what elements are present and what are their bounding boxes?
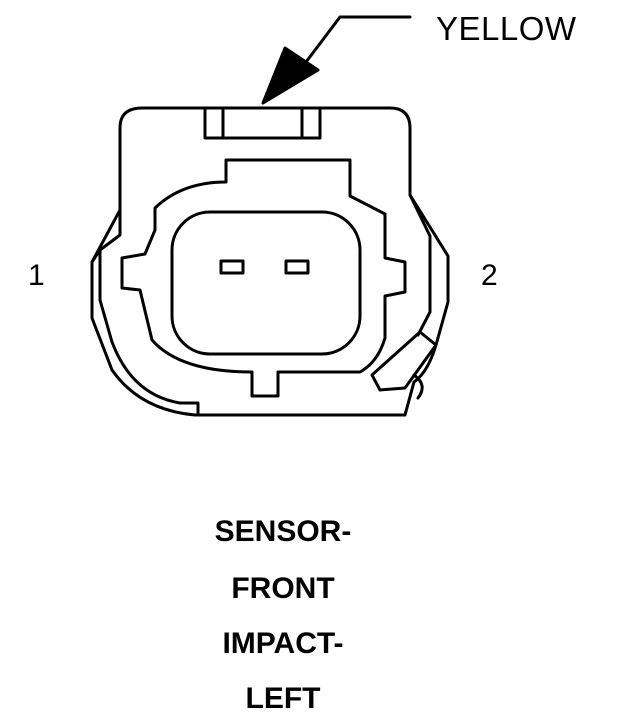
pin-slot-1 [219,259,245,275]
lock-tab [370,330,438,392]
title-line-3: IMPACT- [222,627,344,660]
title-line-4: LEFT [245,682,321,715]
pin-slot-2 [284,259,310,275]
right-rib [408,193,432,337]
left-rib [98,208,200,417]
inner-shroud [120,158,407,398]
terminal-cavity [170,210,362,356]
connector-housing-outer [90,106,450,417]
arrowhead-icon [261,46,320,105]
pin-number-1: 1 [28,259,45,292]
pin-number-2: 2 [481,259,498,292]
title-line-2: FRONT [231,572,335,605]
title-line-1: SENSOR- [214,515,352,548]
latch-tab [203,106,322,140]
callout-leader [261,15,412,105]
wire-color-label: YELLOW [436,10,577,47]
